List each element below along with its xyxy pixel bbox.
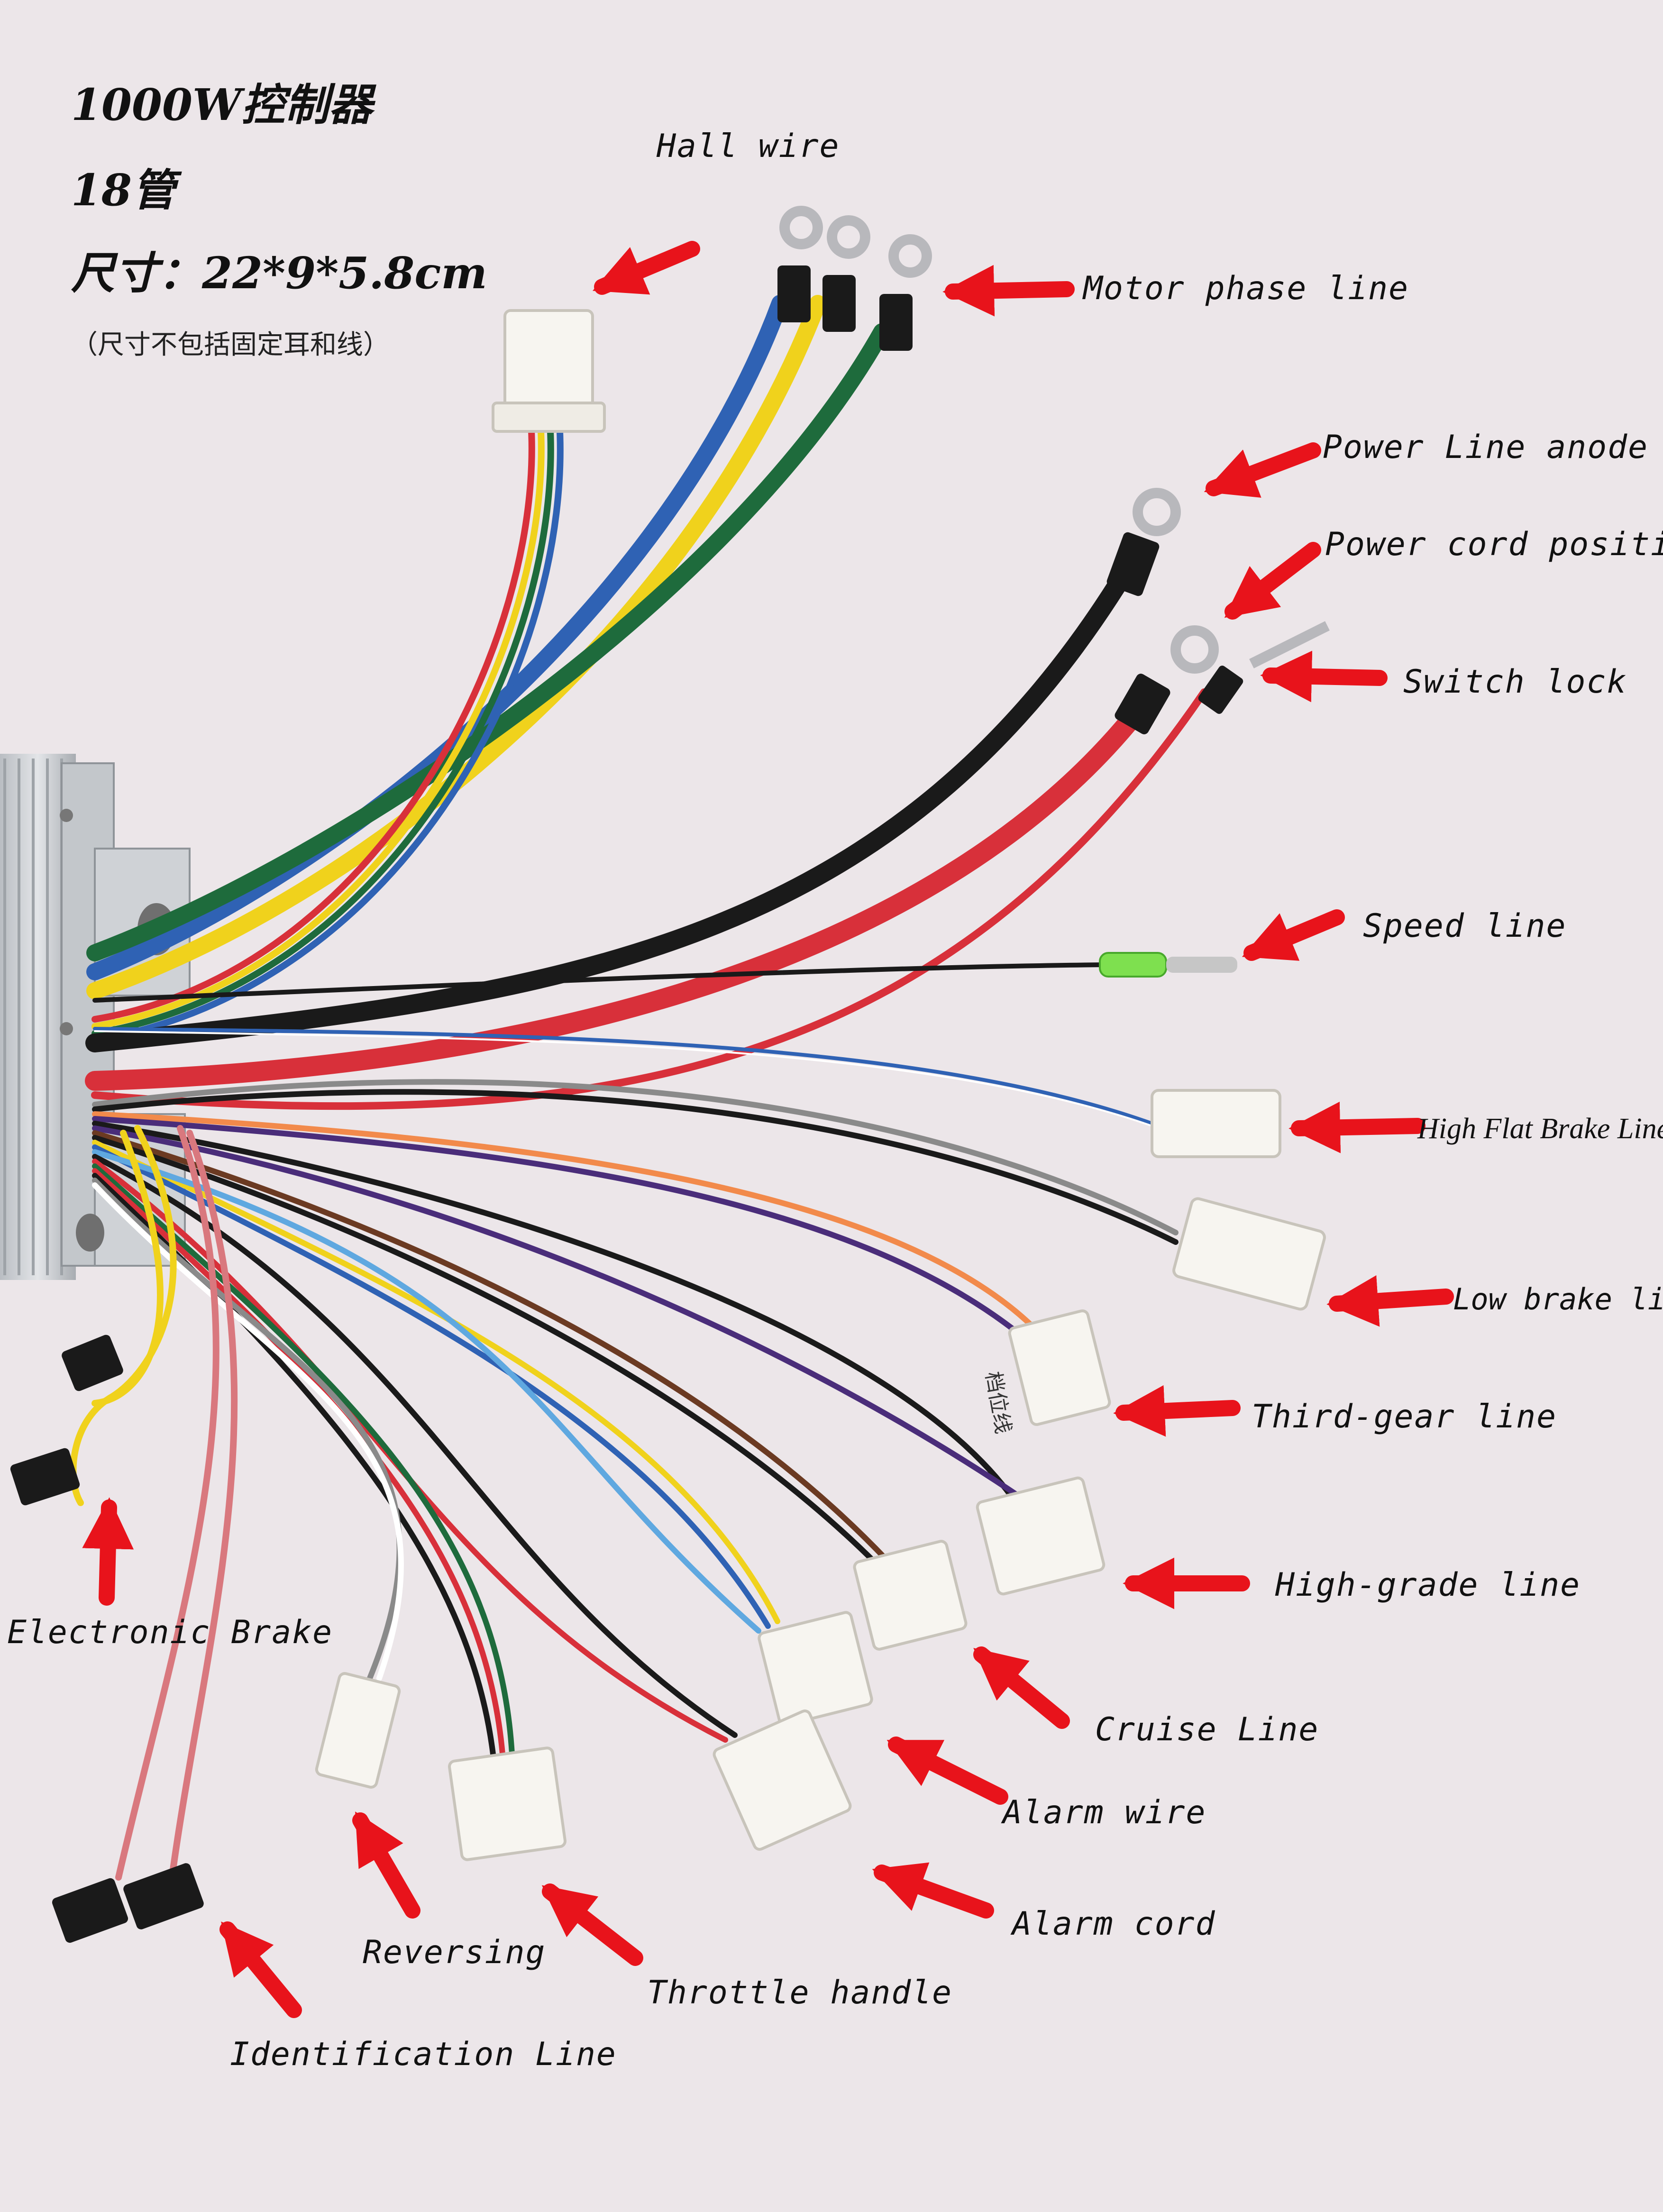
arrow-cruise bbox=[973, 1646, 1070, 1729]
label-electronic-brake: Electronic Brake bbox=[7, 1614, 333, 1651]
label-switch-lock: Switch lock bbox=[1403, 663, 1627, 701]
label-throttle-handle: Throttle handle bbox=[647, 1974, 953, 2011]
label-high-grade-line: High-grade line bbox=[1275, 1566, 1581, 1604]
label-cruise-line: Cruise Line bbox=[1095, 1711, 1319, 1748]
label-arrows bbox=[82, 241, 1454, 2018]
controller-model-title: 1000W控制器 bbox=[71, 79, 373, 130]
arrow-reversing bbox=[352, 1811, 420, 1919]
label-reversing: Reversing bbox=[363, 1934, 546, 1971]
label-alarm-wire: Alarm wire bbox=[1003, 1794, 1206, 1831]
label-motor-phase-line: Motor phase line bbox=[1083, 270, 1409, 307]
connectors bbox=[10, 206, 1330, 1943]
arrow-alarm-cord bbox=[872, 1862, 994, 1919]
dimensions-note: （尺寸不包括固定耳和线） bbox=[71, 329, 390, 360]
label-alarm-cord: Alarm cord bbox=[1012, 1905, 1216, 1943]
arrow-high-flat-brake bbox=[1288, 1101, 1425, 1153]
tube-count: 18管 bbox=[71, 165, 176, 216]
arrow-power-positive bbox=[1224, 542, 1321, 620]
arrow-alarm-wire bbox=[886, 1737, 1008, 1805]
label-hall-wire: Hall wire bbox=[657, 128, 840, 165]
arrow-switch-lock bbox=[1260, 650, 1388, 703]
arrow-third-gear bbox=[1113, 1385, 1241, 1437]
label-low-brake-line: Low brake line bbox=[1453, 1282, 1663, 1316]
arrow-identification bbox=[219, 1921, 302, 2018]
label-high-flat-brake-line: High Flat Brake Line bbox=[1417, 1113, 1663, 1145]
arrow-low-brake bbox=[1326, 1275, 1454, 1327]
arrow-power-anode bbox=[1204, 442, 1321, 498]
arrow-motor-phase bbox=[942, 265, 1075, 317]
arrow-speed-line bbox=[1242, 909, 1345, 961]
label-identification-line: Identification Line bbox=[230, 2036, 617, 2073]
label-third-gear-line: Third-gear line bbox=[1252, 1398, 1557, 1435]
label-power-line-anode: Power Line anode bbox=[1323, 429, 1649, 466]
wire-harness bbox=[70, 295, 1208, 1890]
label-speed-line: Speed line bbox=[1363, 907, 1567, 945]
arrow-hall-wire bbox=[592, 241, 700, 295]
arrow-electronic-brake bbox=[82, 1497, 134, 1606]
dimensions: 尺寸：22*9*5.8cm bbox=[71, 247, 487, 299]
label-power-cord-positive: Power cord positive bbox=[1325, 526, 1663, 563]
arrow-throttle bbox=[541, 1883, 643, 1966]
